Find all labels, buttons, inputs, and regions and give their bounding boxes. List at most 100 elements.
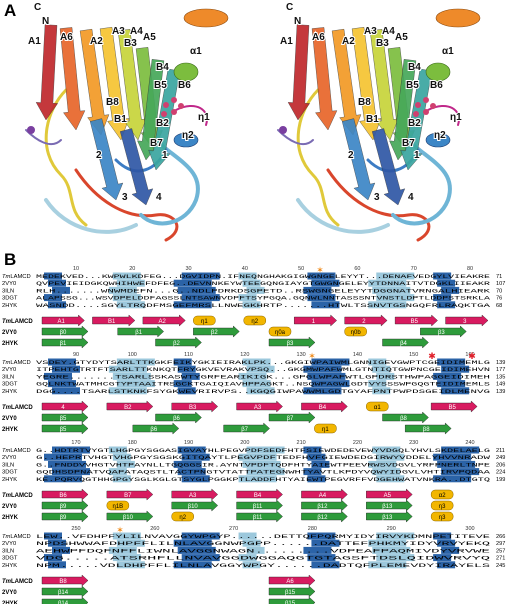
structure-label: B1: [114, 114, 127, 125]
conservation-box: [368, 561, 407, 569]
sequence-name: 2VY0: [2, 367, 16, 373]
sequence-name: 2HYK: [2, 389, 17, 395]
sequence-count: 71: [496, 274, 502, 280]
conservation-box: [108, 468, 127, 476]
conservation-box: [116, 301, 145, 309]
strand-arrow-icon: [41, 499, 89, 512]
structure-label: B4: [156, 62, 169, 73]
conservation-box: [372, 387, 391, 395]
strand-arrow-icon: [106, 488, 154, 501]
conservation-box: [48, 358, 76, 366]
structure-label: 1: [414, 150, 420, 161]
sequence-name: TmLAMCD: [2, 448, 31, 454]
structure-element-label: B3: [189, 405, 197, 411]
structure-element-label: A5: [384, 493, 392, 499]
structure-row-name: 2HYK: [2, 341, 19, 347]
conservation-box: [44, 453, 82, 461]
helix-alpha1: [173, 62, 199, 82]
conservation-box: [376, 532, 415, 540]
structure-row-name: TmLAMCD: [2, 319, 33, 325]
sequence-name: 2HYK: [2, 563, 17, 569]
conservation-box: [44, 532, 62, 540]
strand-arrow-icon: [430, 400, 478, 413]
beta-strand: [119, 128, 154, 206]
conservation-box: [112, 453, 131, 461]
conservation-box: [181, 475, 210, 483]
conservation-box: [303, 387, 342, 395]
structure-element-label: η1B: [113, 504, 124, 510]
structure-row-name: 2VY0: [2, 504, 17, 510]
conservation-box: [52, 446, 90, 454]
strand-arrow-icon: [268, 411, 316, 424]
structure-element-label: β13: [382, 515, 393, 521]
structure-label: A5: [143, 32, 156, 43]
structure-element-label: β9: [60, 515, 67, 521]
structure-label: B6: [430, 80, 443, 91]
strand-arrow-icon: [41, 510, 89, 523]
conservation-box: [108, 286, 137, 294]
structure-element-label: A6: [286, 579, 294, 585]
strand-arrow-icon: [41, 574, 89, 587]
structure-label: 2: [96, 150, 102, 161]
strand-arrow-icon: [92, 314, 136, 327]
strand-arrow-icon: [155, 411, 202, 424]
conservation-box: [112, 372, 151, 380]
strand-arrow-icon: [142, 314, 186, 327]
strand-arrow-icon: [268, 336, 316, 349]
beta-strand: [148, 68, 181, 171]
beta-strand: [35, 24, 59, 121]
strand-arrow-icon: [268, 585, 316, 598]
structure-element-label: β6: [150, 427, 157, 433]
sequence-residues: G..FNDDVVHGTVHTPAYNLLTGQGGSIR.AYNTVPDFTQ…: [36, 461, 491, 468]
structure-element-label: η0a: [275, 330, 286, 336]
beta-strand: [79, 28, 110, 136]
conservation-box: [52, 387, 80, 395]
conservation-box: [246, 286, 265, 294]
sequence-count: 70: [496, 288, 502, 294]
ligand-atom: [171, 97, 177, 103]
structure-element-label: 3: [463, 319, 467, 325]
strand-arrow-icon: [236, 488, 283, 501]
structure-element-label: A3: [254, 405, 262, 411]
conservation-box: [437, 539, 456, 547]
strand-arrow-icon: [106, 400, 154, 413]
structure-label: B2: [408, 118, 421, 129]
structure-element-label: β2: [211, 330, 218, 336]
conservation-box: [368, 301, 407, 309]
helix-alpha1: [425, 62, 451, 82]
structure-row-name: 2HYK: [2, 515, 19, 521]
structure-row-name: TmLAMCD: [2, 405, 33, 411]
sequence-residues: KE.PQRVQGTHHGPGYSGLKGLGTSYGLPGGKPTLADDFH…: [36, 476, 491, 483]
structure-label: η1: [450, 112, 462, 123]
strand-arrow-icon: [106, 510, 154, 523]
conservation-box: [108, 387, 147, 395]
conservation-box: [311, 460, 330, 468]
sequence-count: 206: [496, 462, 505, 468]
structure-element-label: β13: [382, 504, 393, 510]
ruler-number: 50: [298, 266, 304, 272]
helix-alpha2: [183, 8, 229, 28]
ligand-atom: [178, 103, 184, 109]
helix-cylinder-icon: [314, 423, 337, 434]
conservation-box: [48, 279, 66, 287]
conservation-box: [307, 554, 336, 562]
conservation-box: [437, 561, 456, 569]
sequence-count: 139: [496, 389, 505, 395]
structure-element-label: β5: [60, 416, 67, 422]
beta-strand: [400, 68, 433, 171]
sequence-residues: QVPEVIEIDGKQWHIHWEFDFEG..DEVNNKEYWTEEGQN…: [36, 280, 491, 287]
ligand-atom: [423, 109, 429, 115]
beta-strand: [287, 24, 311, 121]
strand-arrow-icon: [301, 488, 348, 501]
conservation-box: [48, 561, 66, 569]
sequence-count: 139: [496, 360, 505, 366]
conservation-box: [242, 561, 261, 569]
conservation-box: [441, 286, 460, 294]
sequence-name: 2HYK: [2, 303, 17, 309]
structure-label: A1: [28, 36, 41, 47]
conservation-box: [181, 372, 200, 380]
conservation-box: [52, 546, 70, 554]
